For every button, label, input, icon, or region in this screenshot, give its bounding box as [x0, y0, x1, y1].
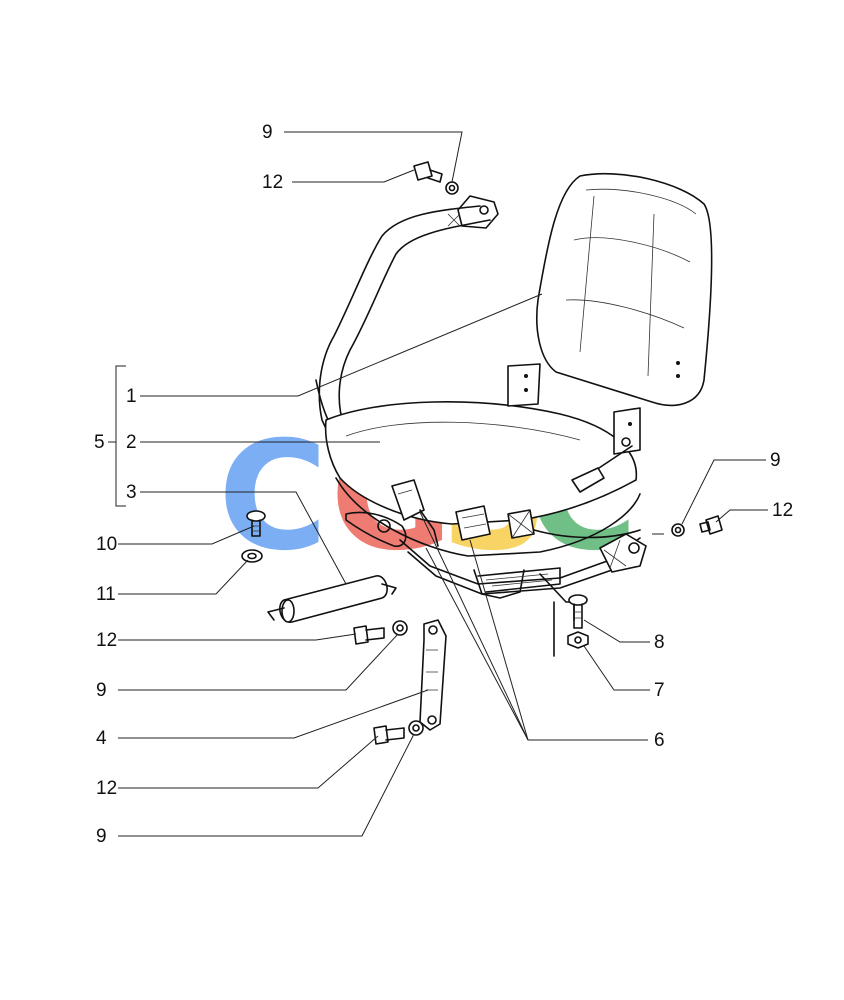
- callout-5: 5: [94, 432, 105, 453]
- link-plate: [419, 619, 447, 731]
- belt-buckle-assembly: [345, 479, 491, 548]
- gas-spring: [267, 575, 397, 623]
- callout-9-right: 9: [770, 450, 781, 471]
- callout-12-low: 12: [96, 778, 117, 799]
- seat-belt-strap: [315, 195, 499, 451]
- callout-3: 3: [126, 482, 137, 503]
- callout-9-mid: 9: [96, 680, 107, 701]
- callout-9-top: 9: [262, 122, 273, 143]
- callout-9-low: 9: [96, 826, 107, 847]
- callout-12-mid: 12: [96, 630, 117, 651]
- seat-backrest: [536, 172, 713, 407]
- callout-10: 10: [96, 534, 117, 555]
- callout-labels: 9 12 1 5 2 3 10 11 12 9 4 12 9 9 12 8 7 …: [94, 122, 793, 847]
- callout-12-top: 12: [262, 172, 283, 193]
- callout-2: 2: [126, 432, 137, 453]
- watermark-letter-1: C: [218, 410, 328, 584]
- callout-8: 8: [654, 632, 665, 653]
- belt-lower-anchor: [507, 509, 647, 573]
- leader-lines: [108, 131, 768, 837]
- callout-7: 7: [654, 680, 665, 701]
- callout-4: 4: [96, 728, 107, 749]
- callout-1: 1: [126, 386, 137, 407]
- callout-11: 11: [96, 584, 116, 605]
- callout-12-right: 12: [772, 500, 793, 521]
- fasteners: [241, 161, 723, 745]
- callout-6: 6: [654, 730, 665, 751]
